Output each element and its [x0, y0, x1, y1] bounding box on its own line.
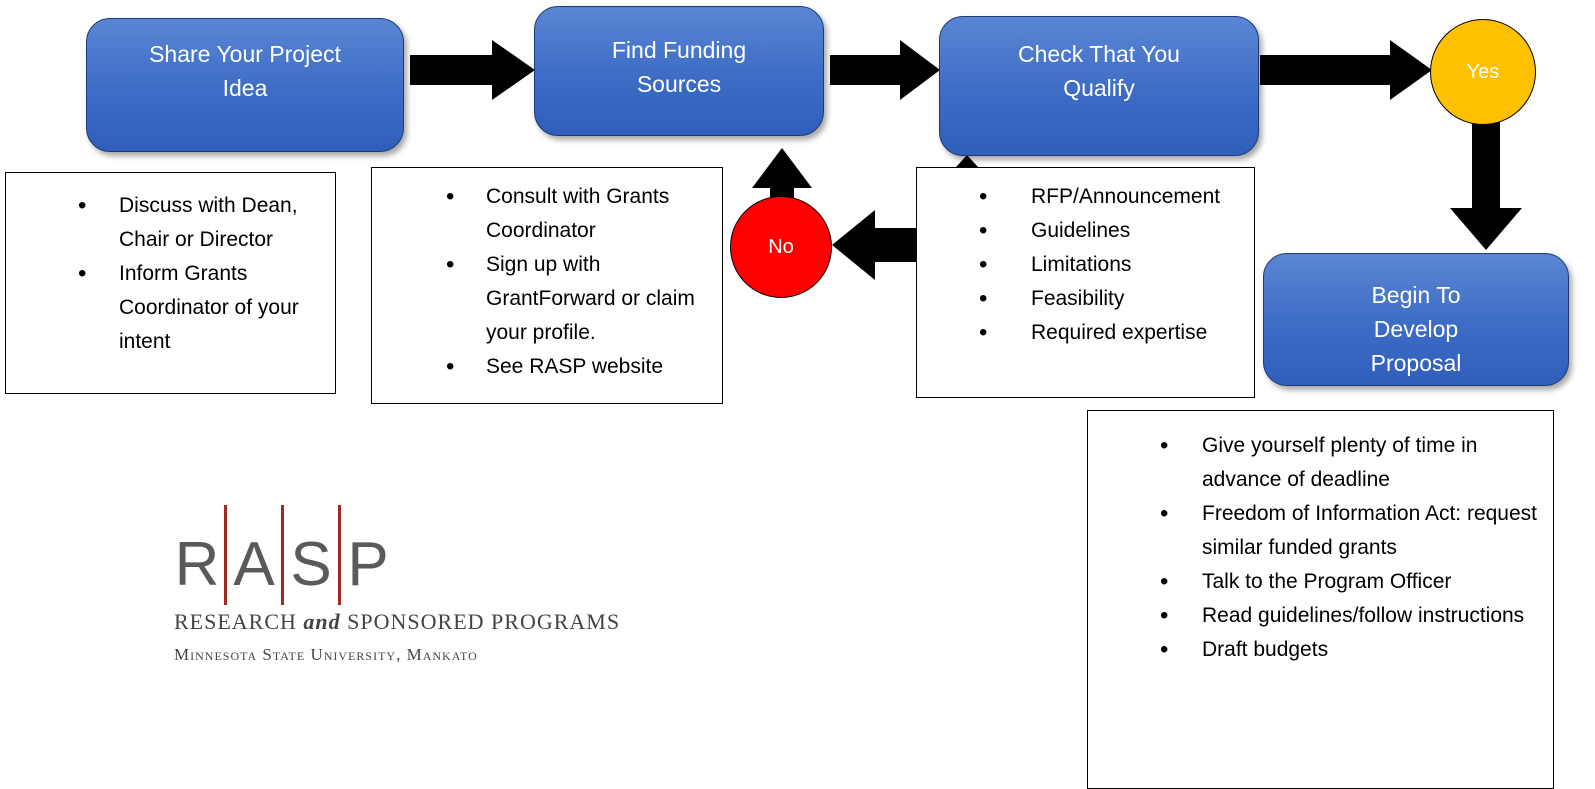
note-begin-list: Give yourself plenty of time in advance …: [1088, 429, 1539, 667]
list-item: Guidelines: [917, 214, 1234, 248]
logo-tagline-part: SPONSORED PROGRAMS: [347, 609, 621, 634]
logo-university: Minnesota State University, Mankato: [174, 645, 478, 664]
note-check: RFP/Announcement Guidelines Limitations …: [916, 167, 1255, 398]
arrow-share-to-find: [410, 40, 535, 100]
logo-divider: [224, 505, 227, 605]
arrow-no-to-find: [752, 148, 812, 198]
step-find-funding: Find Funding Sources: [534, 6, 824, 136]
list-item: RFP/Announcement: [917, 180, 1234, 214]
arrow-find-to-check: [830, 40, 940, 100]
step-begin-proposal: Begin To Develop Proposal: [1263, 253, 1569, 386]
note-share-list: Discuss with Dean, Chair or Director Inf…: [6, 189, 321, 359]
logo-tagline-part: RESEARCH: [174, 609, 297, 634]
decision-no: No: [730, 196, 832, 298]
list-item: See RASP website: [372, 350, 704, 384]
note-find: Consult with Grants Coordinator Sign up …: [371, 167, 723, 404]
list-item: Required expertise: [917, 316, 1234, 350]
step-check-qualify: Check That You Qualify: [939, 16, 1259, 156]
list-item: Consult with Grants Coordinator: [372, 180, 704, 248]
arrow-yes-to-begin: [1450, 105, 1522, 250]
logo-letter: S: [290, 530, 332, 599]
logo-divider: [281, 505, 284, 605]
list-item: Read guidelines/follow instructions: [1088, 599, 1539, 633]
note-find-list: Consult with Grants Coordinator Sign up …: [372, 180, 704, 384]
list-item: Freedom of Information Act: request simi…: [1088, 497, 1539, 565]
step-begin-proposal-label: Begin To Develop Proposal: [1370, 282, 1462, 376]
list-item: Limitations: [917, 248, 1234, 282]
note-share: Discuss with Dean, Chair or Director Inf…: [5, 172, 336, 394]
list-item: Feasibility: [917, 282, 1234, 316]
logo-divider: [338, 505, 341, 605]
decision-yes-label: Yes: [1466, 60, 1500, 83]
step-check-qualify-label: Check That You Qualify: [1018, 41, 1180, 101]
logo-tagline: RESEARCH and SPONSORED PROGRAMS: [174, 609, 620, 635]
list-item: Give yourself plenty of time in advance …: [1088, 429, 1539, 497]
step-find-funding-label: Find Funding Sources: [611, 37, 747, 97]
decision-yes: Yes: [1430, 19, 1536, 125]
arrow-check-to-yes: [1260, 40, 1432, 100]
step-share-idea-label: Share Your Project Idea: [149, 41, 341, 101]
list-item: Talk to the Program Officer: [1088, 565, 1539, 599]
rasp-logo: R A S P RESEARCH and SPONSORED PROGRAMS …: [174, 505, 620, 665]
list-item: Draft budgets: [1088, 633, 1539, 667]
logo-tagline-and: and: [303, 609, 341, 634]
note-begin: Give yourself plenty of time in advance …: [1087, 410, 1554, 789]
list-item: Inform Grants Coordinator of your intent: [6, 257, 321, 359]
logo-letter: P: [347, 530, 389, 599]
logo-letter: A: [233, 530, 275, 599]
list-item: Discuss with Dean, Chair or Director: [6, 189, 321, 257]
rasp-logo-letters: R A S P: [174, 505, 620, 605]
step-share-idea: Share Your Project Idea: [86, 18, 404, 152]
list-item: Sign up with GrantForward or claim your …: [372, 248, 704, 350]
decision-no-label: No: [768, 235, 794, 258]
logo-letter: R: [174, 530, 220, 599]
note-check-list: RFP/Announcement Guidelines Limitations …: [917, 180, 1234, 350]
